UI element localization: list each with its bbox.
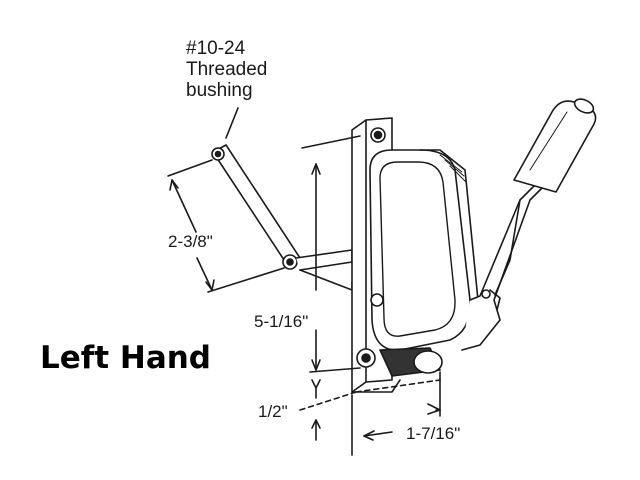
arm-length-label: 2-3/8"	[168, 232, 213, 251]
handedness-title: Left Hand	[40, 340, 211, 376]
base-offset-label: 1/2"	[258, 402, 288, 421]
crank-handle	[461, 98, 597, 351]
callout-line-3: bushing	[186, 80, 253, 101]
dimension-base-offset	[299, 379, 357, 441]
dimension-base-width	[351, 371, 441, 456]
callout-line-2: Threaded	[186, 59, 268, 80]
callout-line-1: #10-24	[186, 38, 246, 59]
mounting-height-label: 5-1/16"	[254, 312, 309, 331]
threaded-bushing-callout: #10-24 Threaded bushing	[186, 38, 267, 101]
dimension-mounting-height	[301, 135, 361, 373]
gear-housing	[369, 149, 479, 377]
dimension-arm-length	[167, 159, 285, 293]
base-width-label: 1-7/16"	[406, 424, 461, 443]
callout-leader	[225, 107, 239, 139]
